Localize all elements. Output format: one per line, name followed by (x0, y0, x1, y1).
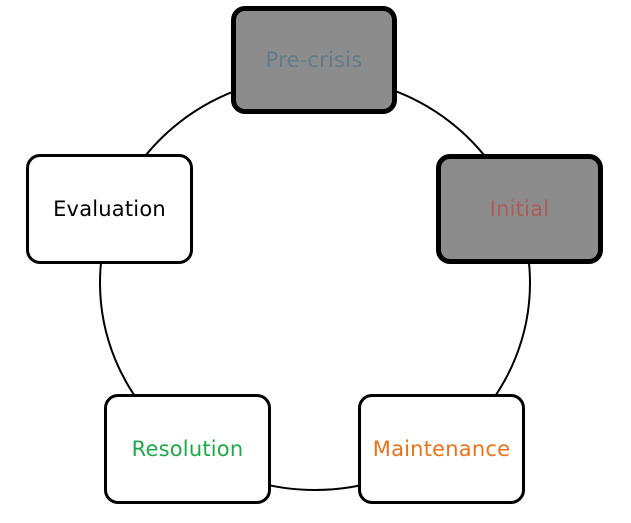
stage-pre-crisis-label: Pre-crisis (265, 48, 363, 72)
stage-pre-crisis: Pre-crisis (231, 6, 397, 114)
stage-initial-label: Initial (489, 197, 550, 221)
stage-evaluation-label: Evaluation (53, 197, 166, 221)
stage-initial: Initial (436, 154, 603, 264)
stage-evaluation: Evaluation (26, 154, 193, 264)
stage-resolution-label: Resolution (131, 437, 244, 461)
stage-maintenance-label: Maintenance (372, 437, 511, 461)
stage-maintenance: Maintenance (358, 394, 525, 504)
stage-resolution: Resolution (104, 394, 271, 504)
